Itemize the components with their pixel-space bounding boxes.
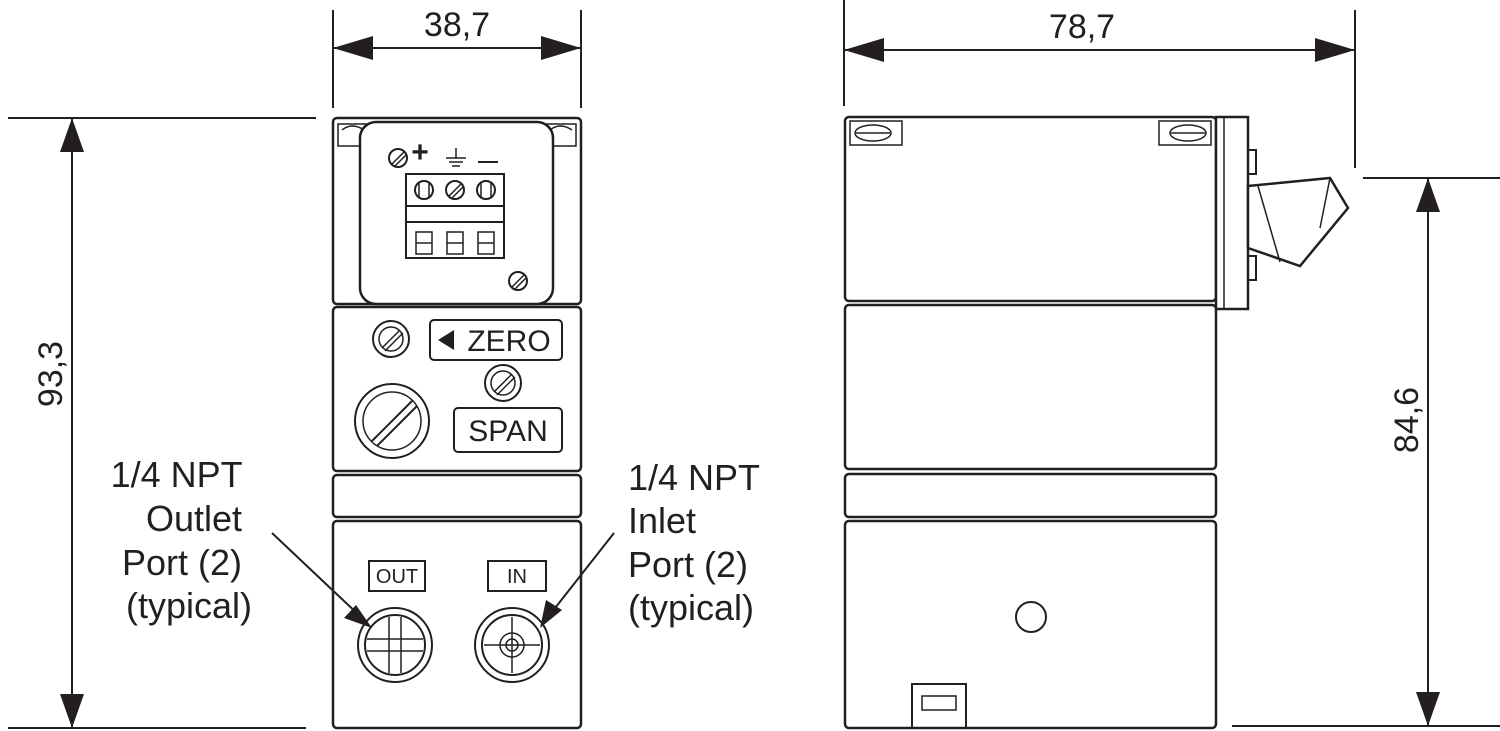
arrow-left-icon xyxy=(438,330,454,350)
side-width-dimension: 78,7 xyxy=(843,0,1356,168)
inlet-callout-text: 1/4 NPT Inlet Port (2) (typical) xyxy=(628,457,769,628)
zero-label: ZERO xyxy=(467,325,550,358)
span-label: SPAN xyxy=(468,415,547,448)
outlet-callout-text: 1/4 NPT Outlet Port (2) (typical) xyxy=(111,454,252,626)
screw-icon xyxy=(388,148,408,168)
in-tag-label: IN xyxy=(507,566,527,588)
inlet-port-icon xyxy=(474,607,550,683)
outlet-port-icon xyxy=(357,607,433,683)
adjustment-panel xyxy=(331,305,583,473)
arrowhead-right-icon xyxy=(1315,38,1355,62)
side-latch xyxy=(911,683,967,729)
arrowhead-down-icon xyxy=(60,694,84,728)
arrowhead-up-icon xyxy=(1416,178,1440,212)
side-hole xyxy=(1015,601,1047,633)
screw-icon xyxy=(508,271,528,291)
out-tag-label: OUT xyxy=(376,566,418,588)
port-block xyxy=(331,519,583,730)
arrowhead-left-icon xyxy=(844,38,884,62)
in-tag xyxy=(487,560,547,592)
side-height-dimension: 84,6 xyxy=(1232,177,1500,727)
arrowhead-right-icon xyxy=(541,36,581,60)
arrowhead-left-icon xyxy=(333,36,373,60)
screw-icon xyxy=(414,180,434,200)
terminal-block xyxy=(405,173,505,259)
zero-screw-icon xyxy=(372,320,410,358)
callout-arrowhead-icon xyxy=(344,605,372,628)
side-width-value: 78,7 xyxy=(1049,8,1115,46)
side-bottom-housing xyxy=(843,519,1218,730)
front-height-dimension: 93,3 xyxy=(8,117,316,729)
front-width-value: 38,7 xyxy=(424,6,490,44)
span-screw-icon xyxy=(484,364,522,402)
plus-symbol: + xyxy=(411,136,429,169)
front-view: + ZERO SPAN xyxy=(331,116,583,730)
side-view xyxy=(843,115,1350,730)
arrowhead-down-icon xyxy=(1416,692,1440,726)
outlet-callout: 1/4 NPT Outlet Port (2) (typical) xyxy=(111,454,372,628)
front-width-dimension: 38,7 xyxy=(332,6,582,108)
inlet-callout: 1/4 NPT Inlet Port (2) (typical) xyxy=(540,457,769,628)
out-tag xyxy=(368,560,426,592)
side-height-value: 84,6 xyxy=(1388,387,1426,453)
connector-plate xyxy=(1214,115,1250,311)
screw-icon xyxy=(476,180,496,200)
front-height-value: 93,3 xyxy=(32,341,70,407)
span-badge xyxy=(453,407,563,453)
large-screw-icon xyxy=(354,383,430,459)
arrowhead-up-icon xyxy=(60,118,84,152)
zero-badge xyxy=(429,319,563,361)
side-middle-housing xyxy=(843,303,1218,471)
front-band xyxy=(331,473,583,519)
screw-icon xyxy=(445,180,465,200)
ground-icon xyxy=(446,148,466,167)
callout-arrowhead-icon xyxy=(540,600,562,628)
side-band xyxy=(843,472,1218,519)
connector-plug xyxy=(1246,176,1350,268)
